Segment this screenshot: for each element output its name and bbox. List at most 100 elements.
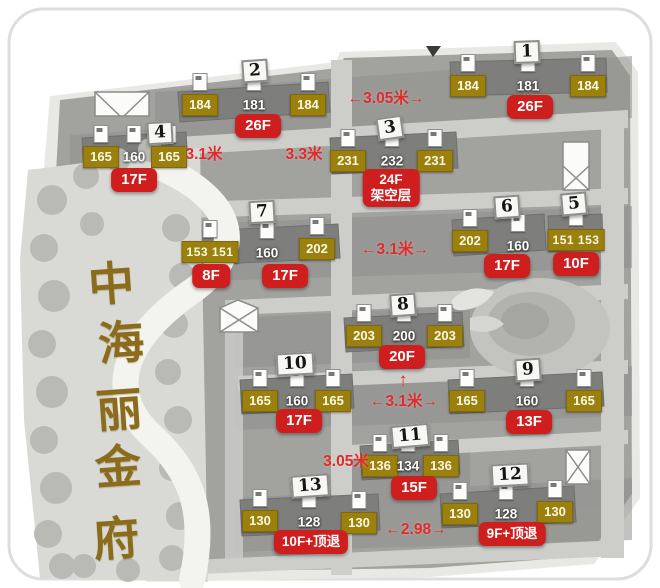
- unit-area-gold-box: 130: [442, 503, 478, 525]
- unit-plan-icon: [202, 220, 218, 238]
- unit-plan-icon: [462, 209, 478, 227]
- unit-area-gold-box: 130: [242, 510, 278, 532]
- unit-plan-icon: [372, 434, 388, 452]
- unit-area-gold-box: 202: [299, 238, 335, 260]
- distance-label: 3.05米: [323, 453, 369, 470]
- unit-area-gold-box: 231: [330, 150, 366, 172]
- unit-area-gold-box: 153 151: [181, 241, 239, 263]
- unit-area-gold-box: 165: [151, 146, 187, 168]
- pavilion-icons: [94, 91, 591, 485]
- unit-area-gold-box: 203: [346, 325, 382, 347]
- distance-label: ←3.05米→: [347, 90, 425, 107]
- site-name-char: 府: [91, 510, 142, 568]
- unit-area-label: 128: [494, 506, 518, 522]
- unit-area-gold-box: 184: [182, 94, 218, 116]
- unit-plan-icon: [252, 489, 268, 507]
- unit-area-gold-box: 184: [570, 75, 606, 97]
- unit-area-gold-box: 202: [452, 230, 488, 252]
- unit-plan-icon: [300, 73, 316, 91]
- unit-plan-icon: [192, 73, 208, 91]
- unit-plan-icon: [459, 369, 475, 387]
- unit-area-gold-box: 165: [315, 390, 351, 412]
- unit-plan-icon: [452, 482, 468, 500]
- unit-area-gold-box: 151 153: [547, 229, 605, 251]
- unit-plan-icon: [340, 129, 356, 147]
- building-tag-9: 9: [514, 357, 542, 383]
- unit-area-label: 232: [380, 153, 404, 169]
- site-name-char: 金: [93, 438, 144, 496]
- building-tag-7: 7: [248, 199, 276, 225]
- unit-area-label: 160: [515, 393, 539, 409]
- unit-plan-icon: [252, 369, 268, 387]
- floor-badge-1: 26F: [507, 95, 553, 119]
- site-name-char: 海: [96, 314, 147, 372]
- floor-badge-11: 15F: [391, 476, 437, 500]
- unit-area-label: 160: [285, 393, 309, 409]
- unit-plan-icon: [126, 125, 142, 143]
- building-tag-12: 12: [490, 462, 530, 488]
- distance-label: 3.3米: [285, 146, 323, 163]
- unit-area-gold-box: 136: [362, 455, 398, 477]
- unit-area-gold-box: 136: [423, 455, 459, 477]
- distance-label: ←3.1米→: [360, 241, 430, 258]
- unit-plan-icon: [259, 221, 275, 239]
- floor-badge-7: 8F: [192, 264, 230, 288]
- building-tag-2: 2: [241, 58, 269, 84]
- unit-area-gold-box: 130: [341, 512, 377, 534]
- floor-badge-3: 24F 架空层: [362, 169, 420, 207]
- unit-area-gold-box: 165: [566, 390, 602, 412]
- curved-road: [112, 155, 240, 588]
- building-tag-8: 8: [389, 292, 417, 318]
- floor-badge-6: 17F: [484, 254, 530, 278]
- unit-area-label: 134: [396, 458, 420, 474]
- unit-area-gold-box: 165: [242, 390, 278, 412]
- distance-label: ←3.1米→: [369, 393, 439, 410]
- unit-area-gold-box: 165: [449, 390, 485, 412]
- distance-label: 3.1米: [185, 146, 223, 163]
- unit-area-gold-box: 184: [450, 75, 486, 97]
- distance-label: ↑: [398, 370, 408, 391]
- unit-plan-icon: [356, 304, 372, 322]
- unit-plan-icon: [580, 54, 596, 72]
- garden-swirl: [451, 278, 610, 378]
- floor-badge-9: 13F: [506, 410, 552, 434]
- building-tag-11: 11: [390, 422, 430, 450]
- unit-area-gold-box: 184: [290, 94, 326, 116]
- unit-plan-icon: [460, 54, 476, 72]
- unit-plan-icon: [93, 125, 109, 143]
- floor-badge-4: 17F: [111, 168, 157, 192]
- building-tag-4: 4: [146, 120, 174, 146]
- unit-area-label: 200: [392, 328, 416, 344]
- floor-badge-5: 10F: [553, 252, 599, 276]
- card-outline: [7, 7, 653, 581]
- unit-area-label: 160: [255, 245, 279, 261]
- unit-plan-icon: [433, 434, 449, 452]
- unit-plan-icon: [576, 369, 592, 387]
- building-tag-6: 6: [493, 194, 521, 220]
- floor-badge-12: 9F+顶退: [478, 522, 546, 546]
- unit-plan-icon: [547, 480, 563, 498]
- building-tag-3: 3: [375, 114, 405, 142]
- unit-area-label: 181: [242, 97, 266, 113]
- site-name-char: 中: [86, 255, 137, 313]
- unit-area-gold-box: 231: [417, 150, 453, 172]
- building-tag-1: 1: [513, 40, 541, 64]
- unit-plan-icon: [309, 217, 325, 235]
- unit-plan-icon: [437, 304, 453, 322]
- unit-area-gold-box: 130: [537, 501, 573, 523]
- triangle-marker: [426, 46, 441, 57]
- building-tag-10: 10: [275, 351, 315, 377]
- floor-badge-7: 17F: [262, 264, 308, 288]
- unit-area-label: 128: [297, 514, 321, 530]
- distance-label: ←2.98→: [385, 521, 447, 538]
- floor-badge-13: 10F+顶退: [273, 530, 349, 554]
- building-tag-5: 5: [560, 191, 588, 217]
- building-tag-13: 13: [290, 473, 330, 499]
- floor-badge-2: 26F: [235, 114, 281, 138]
- unit-area-label: 181: [516, 78, 540, 94]
- unit-area-label: 160: [506, 238, 530, 254]
- unit-plan-icon: [427, 129, 443, 147]
- unit-plan-icon: [325, 369, 341, 387]
- floor-badge-10: 17F: [276, 409, 322, 433]
